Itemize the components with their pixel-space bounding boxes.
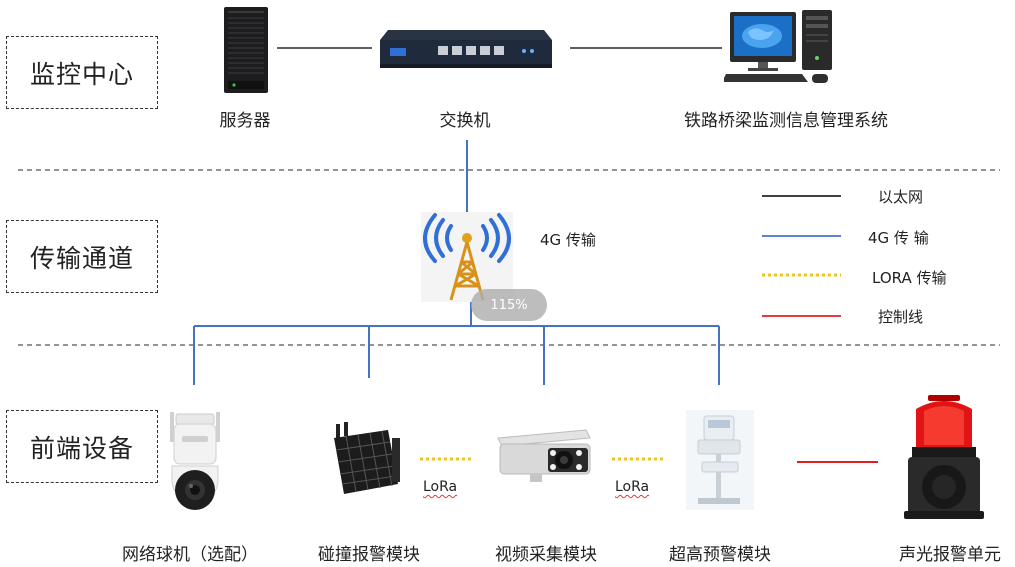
- overheight-warning-label: 超高预警模块: [669, 545, 771, 565]
- legend-label-control: 控制线: [878, 308, 924, 326]
- collision-alarm-label: 碰撞报警模块: [318, 545, 420, 565]
- overheight-warning-icon: [686, 410, 754, 510]
- sound-light-alarm-label: 声光报警单元: [899, 545, 1001, 565]
- sound-light-alarm-icon: [904, 395, 984, 519]
- 4g-tower-icon: [421, 212, 513, 302]
- section-transmission: 传输通道: [6, 220, 158, 293]
- video-capture-icon: [497, 429, 591, 482]
- section-monitor-center: 监控中心: [6, 36, 158, 109]
- legend-label-lora: LORA 传输: [872, 269, 947, 287]
- legend-label-ethernet: 以太网: [878, 188, 924, 206]
- server-label: 服务器: [219, 111, 271, 131]
- legend-label-4g: 4G 传 输: [868, 229, 929, 247]
- workstation-icon: [724, 10, 832, 83]
- dome-camera-label: 网络球机（选配）: [122, 545, 258, 565]
- lora-label-left: LoRa: [423, 479, 458, 495]
- tower-label: 4G 传输: [540, 231, 596, 249]
- server-icon: [224, 7, 268, 93]
- zoom-level-badge[interactable]: 115%: [471, 289, 547, 321]
- section-front-end: 前端设备: [6, 410, 158, 483]
- switch-icon: [380, 30, 552, 68]
- video-capture-label: 视频采集模块: [495, 545, 597, 565]
- lora-label-right: LoRa: [615, 479, 650, 495]
- collision-alarm-icon: [334, 422, 400, 494]
- dome-camera-icon: [170, 412, 220, 510]
- mgmt-system-label: 铁路桥梁监测信息管理系统: [684, 111, 888, 131]
- switch-label: 交换机: [439, 111, 491, 131]
